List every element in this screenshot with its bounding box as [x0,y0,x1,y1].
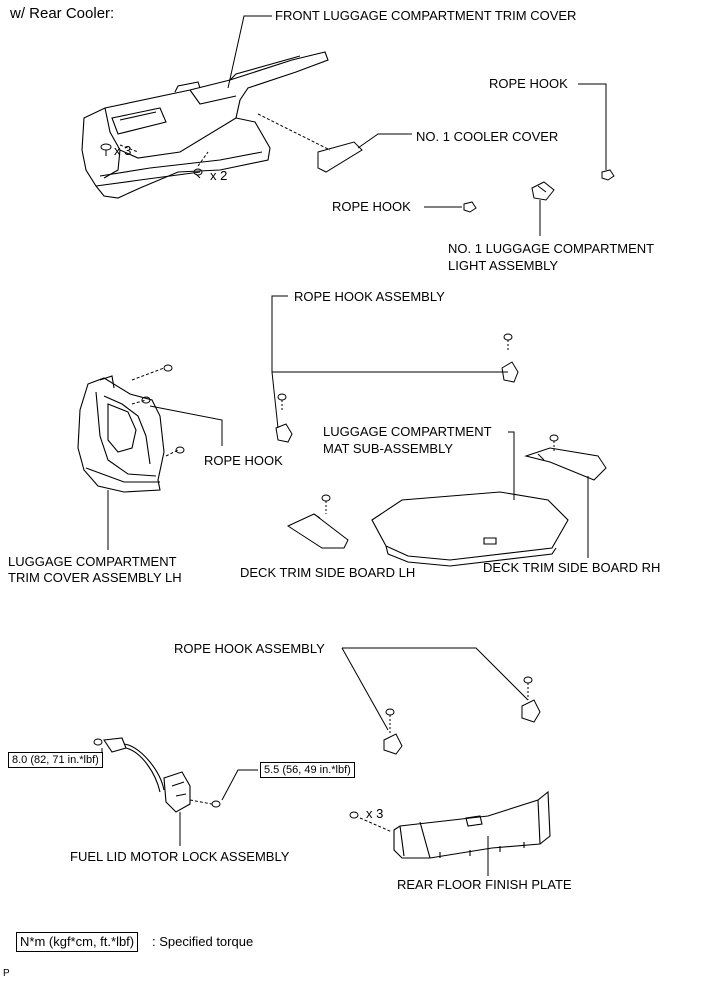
clip-icon-lh-b [141,396,151,404]
label-front-trim-cover: FRONT LUGGAGE COMPARTMENT TRIM COVER [275,8,577,23]
clip-icon-front-b [193,168,203,179]
qty-clips-front-b: x 2 [210,168,228,183]
clip-icon-lh-c [175,446,185,454]
dashed-trim-lh-1 [131,367,165,381]
rope-hook-icon-tr [601,169,615,181]
mat-part [371,491,569,567]
deck-rh-part [524,447,607,481]
clip-icon-rear [349,811,359,819]
rear-floor-plate-part [393,790,551,859]
leader-rope-hook-tr [578,83,607,170]
dashed-cooler [257,113,331,151]
leader-rope-hook-left [149,405,223,446]
clip-dashes-front-b [197,151,209,167]
section-header: w/ Rear Cooler: [10,5,115,22]
leader-rope-hook-assembly-2b [341,647,389,731]
rope-hook-bracket-left [275,423,293,443]
dashed-trim-lh-2 [131,399,147,405]
label-rope-hook-tr: ROPE HOOK [489,76,568,91]
label-deck-rh: DECK TRIM SIDE BOARD RH [483,560,661,575]
leader-mat [508,431,515,500]
rope-hook-bracket-2-right [521,699,541,723]
front-trim-cover-part [81,51,329,199]
clip-dashes-front-a [119,144,139,153]
label-trim-cover-lh-1: LUGGAGE COMPARTMENT [8,554,177,569]
light-assembly-part [531,181,555,201]
trim-cover-lh-part [77,375,165,493]
qty-clips-rear: x 3 [366,806,384,821]
label-rope-hook-assembly-1: ROPE HOOK ASSEMBLY [294,289,445,304]
qty-clips-front-a: x 3 [114,143,132,158]
clip-icon-front-a [100,143,112,156]
footer-code: P [3,968,10,979]
bolt-icon-deck-rh [549,434,559,452]
label-fuel-lid: FUEL LID MOTOR LOCK ASSEMBLY [70,849,290,864]
label-rope-hook-left: ROPE HOOK [204,453,283,468]
label-rope-hook-mid: ROPE HOOK [332,199,411,214]
leader-front-trim [227,15,272,89]
rope-hook-bracket-2-left [383,733,403,755]
label-mat-1: LUGGAGE COMPARTMENT [323,424,492,439]
dashed-rear-clip [359,817,393,833]
dashed-fuel-right [189,799,213,805]
torque-box-right: 5.5 (56, 49 in.*lbf) [260,762,355,778]
bolt-icon-deck-lh [321,494,331,514]
leader-cooler [357,133,412,149]
leader-rope-hook-assembly-1 [271,295,508,373]
label-deck-lh: DECK TRIM SIDE BOARD LH [240,565,416,580]
nut-icon-fuel-right [211,800,221,808]
fuel-lid-lock-part [103,737,191,813]
bolt-icon-rha2-left [385,708,395,734]
bolt-icon-rha-right [503,333,513,352]
deck-lh-part [286,513,349,549]
legend-box: N*m (kgf*cm, ft.*lbf) [16,932,139,952]
bolt-icon-rha2-right [523,676,533,700]
bolt-icon-rha-left [277,393,287,412]
leader-rope-hook-assembly-1b [271,371,279,429]
leader-torque-right [221,769,258,801]
legend-text: : Specified torque [152,934,254,949]
clip-icon-lh-a [163,364,173,372]
label-rope-hook-assembly-2: ROPE HOOK ASSEMBLY [174,641,325,656]
rope-hook-icon-mid [463,201,477,213]
label-light-assembly-2: LIGHT ASSEMBLY [448,258,559,273]
leader-rope-hook-assembly-2 [342,647,529,701]
torque-box-left: 8.0 (82, 71 in.*lbf) [8,752,103,768]
cooler-cover-part [317,141,363,173]
label-mat-2: MAT SUB-ASSEMBLY [323,441,454,456]
rope-hook-bracket-right [501,361,519,383]
label-cooler-cover: NO. 1 COOLER COVER [416,129,559,144]
nut-icon-fuel-left [93,738,103,746]
label-rear-floor: REAR FLOOR FINISH PLATE [397,877,572,892]
label-trim-cover-lh-2: TRIM COVER ASSEMBLY LH [8,570,182,585]
label-light-assembly-1: NO. 1 LUGGAGE COMPARTMENT [448,241,655,256]
